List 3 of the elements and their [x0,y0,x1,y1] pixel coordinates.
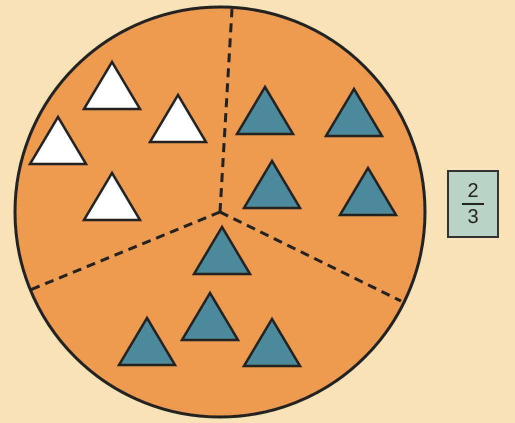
denominator: 3 [467,206,479,228]
numerator: 2 [467,180,479,202]
fraction-box [447,170,499,238]
